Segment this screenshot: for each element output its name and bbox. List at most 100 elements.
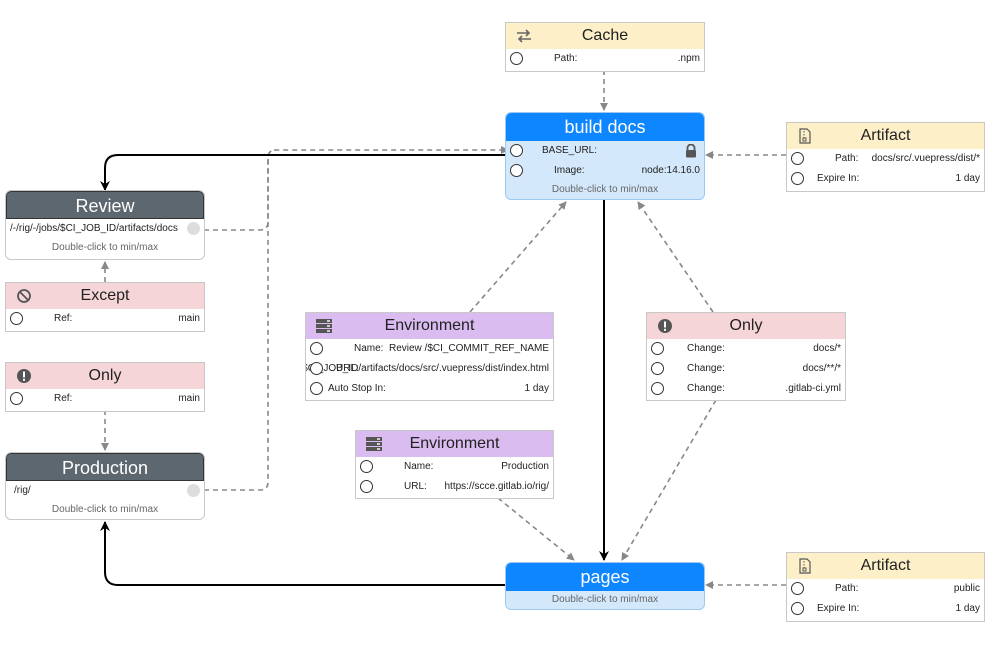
row-value: node:14.16.0 <box>641 165 700 176</box>
except-node[interactable]: Except Ref: main <box>5 282 205 332</box>
port[interactable] <box>187 222 200 235</box>
row-value: docs/**/* <box>802 363 841 374</box>
only-right-title: Only <box>729 317 763 334</box>
environment-review-row: Name: Review /$CI_COMMIT_REF_NAME <box>306 339 553 359</box>
production-path: /rig/ <box>14 485 31 496</box>
row-key: Change: <box>687 343 725 354</box>
environment-prod-title: Environment <box>409 435 500 452</box>
port[interactable] <box>791 152 804 165</box>
row-value: main <box>178 393 200 404</box>
only-right-row: Change: docs/**/* <box>647 359 845 379</box>
cache-node[interactable]: Cache Path: .npm <box>505 22 705 72</box>
only-left-node[interactable]: Only Ref: main <box>5 362 205 412</box>
only-right-header: Only <box>647 313 845 339</box>
row-key: Path: <box>835 153 859 164</box>
only-left-title: Only <box>88 367 122 384</box>
port[interactable] <box>10 392 23 405</box>
only-right-row: Change: docs/* <box>647 339 845 359</box>
environment-prod-header: Environment <box>356 431 553 457</box>
port[interactable] <box>651 382 664 395</box>
pages-title: pages <box>580 567 630 587</box>
build-docs-title: build docs <box>564 117 646 137</box>
review-node[interactable]: Review /-/rig/-/jobs/$CI_JOB_ID/artifact… <box>5 190 205 260</box>
port[interactable] <box>791 582 804 595</box>
port[interactable] <box>791 602 804 615</box>
environment-review-row: https://$CI_PROJECT_ROOT_NAMESPACE.gitla… <box>306 359 553 379</box>
production-node[interactable]: Production /rig/ Double-click to min/max <box>5 452 205 520</box>
artifact-bottom-header: Artifact <box>787 553 984 579</box>
port[interactable] <box>310 362 323 375</box>
artifact-top-title: Artifact <box>860 127 911 144</box>
environment-prod-row: URL: https://scce.gitlab.io/rig/ <box>356 477 553 497</box>
row-key: Path: <box>554 53 578 64</box>
port[interactable] <box>360 480 373 493</box>
build-docs-hint: Double-click to min/max <box>551 184 659 195</box>
row-value: 1 day <box>955 603 980 614</box>
row-key: URL: <box>404 481 427 492</box>
edge-only-build <box>637 201 714 313</box>
build-docs-node[interactable]: build docs BASE_URL: Image: node:14.16.0… <box>505 112 705 200</box>
review-hint: Double-click to min/max <box>51 242 159 253</box>
artifact-top-row: Expire In: 1 day <box>787 169 984 189</box>
row-value: Production <box>501 461 549 472</box>
environment-review-node[interactable]: Environment Name: Review /$CI_COMMIT_REF… <box>305 312 554 401</box>
production-header: Production <box>6 453 204 481</box>
artifact-top-node[interactable]: Artifact Path: docs/src/.vuepress/dist/*… <box>786 122 985 192</box>
port[interactable] <box>651 362 664 375</box>
port[interactable] <box>310 342 323 355</box>
artifact-bottom-title: Artifact <box>860 557 911 574</box>
port[interactable] <box>791 172 804 185</box>
only-right-node[interactable]: Only Change: docs/* Change: docs/**/* Ch… <box>646 312 846 401</box>
port[interactable] <box>360 460 373 473</box>
pages-header: pages <box>506 563 704 591</box>
environment-review-header: Environment <box>306 313 553 339</box>
exclamation-icon <box>14 363 34 389</box>
build-docs-row: Image: node:14.16.0 <box>506 161 704 181</box>
production-title: Production <box>61 458 149 478</box>
port[interactable] <box>651 342 664 355</box>
environment-prod-node[interactable]: Environment Name: Production URL: https:… <box>355 430 554 499</box>
production-path-row: /rig/ <box>6 481 204 501</box>
port[interactable] <box>510 144 523 157</box>
server-icon <box>364 431 384 457</box>
except-title: Except <box>80 287 130 304</box>
row-key: BASE_URL: <box>542 145 598 156</box>
row-value: 1 day <box>955 173 980 184</box>
artifact-bottom-node[interactable]: Artifact Path: public Expire In: 1 day <box>786 552 985 622</box>
environment-review-title: Environment <box>384 317 475 334</box>
file-zip-icon <box>795 553 815 579</box>
ban-icon <box>14 283 34 309</box>
except-header: Except <box>6 283 204 309</box>
review-path: /-/rig/-/jobs/$CI_JOB_ID/artifacts/docs <box>10 223 178 234</box>
environment-review-row: Auto Stop In: 1 day <box>306 379 553 399</box>
row-key: Ref: <box>54 393 73 404</box>
review-header: Review <box>6 191 204 219</box>
production-hint: Double-click to min/max <box>51 504 159 515</box>
cache-row: Path: .npm <box>506 49 704 69</box>
artifact-top-header: Artifact <box>787 123 984 149</box>
edge-prod-build <box>204 149 277 491</box>
row-key: URL: <box>336 363 359 374</box>
row-value: public <box>953 583 980 594</box>
port[interactable] <box>510 164 523 177</box>
port[interactable] <box>310 382 323 395</box>
row-key: Auto Stop In: <box>328 383 386 394</box>
swap-arrows-icon <box>514 23 534 49</box>
port[interactable] <box>510 52 523 65</box>
row-key: Image: <box>554 165 585 176</box>
port[interactable] <box>10 312 23 325</box>
row-key: Expire In: <box>817 173 860 184</box>
row-value: .gitlab-ci.yml <box>785 383 841 394</box>
pages-hint: Double-click to min/max <box>551 594 659 605</box>
exclamation-icon <box>655 313 675 339</box>
pages-node[interactable]: pages Double-click to min/max <box>505 562 705 610</box>
review-title: Review <box>75 196 135 216</box>
only-left-header: Only <box>6 363 204 389</box>
edge-env-build <box>469 201 567 313</box>
row-key: Expire In: <box>817 603 860 614</box>
row-key: Path: <box>835 583 859 594</box>
only-left-row: Ref: main <box>6 389 204 409</box>
row-key: Ref: <box>54 313 73 324</box>
lock-icon <box>684 143 698 161</box>
port[interactable] <box>187 484 200 497</box>
